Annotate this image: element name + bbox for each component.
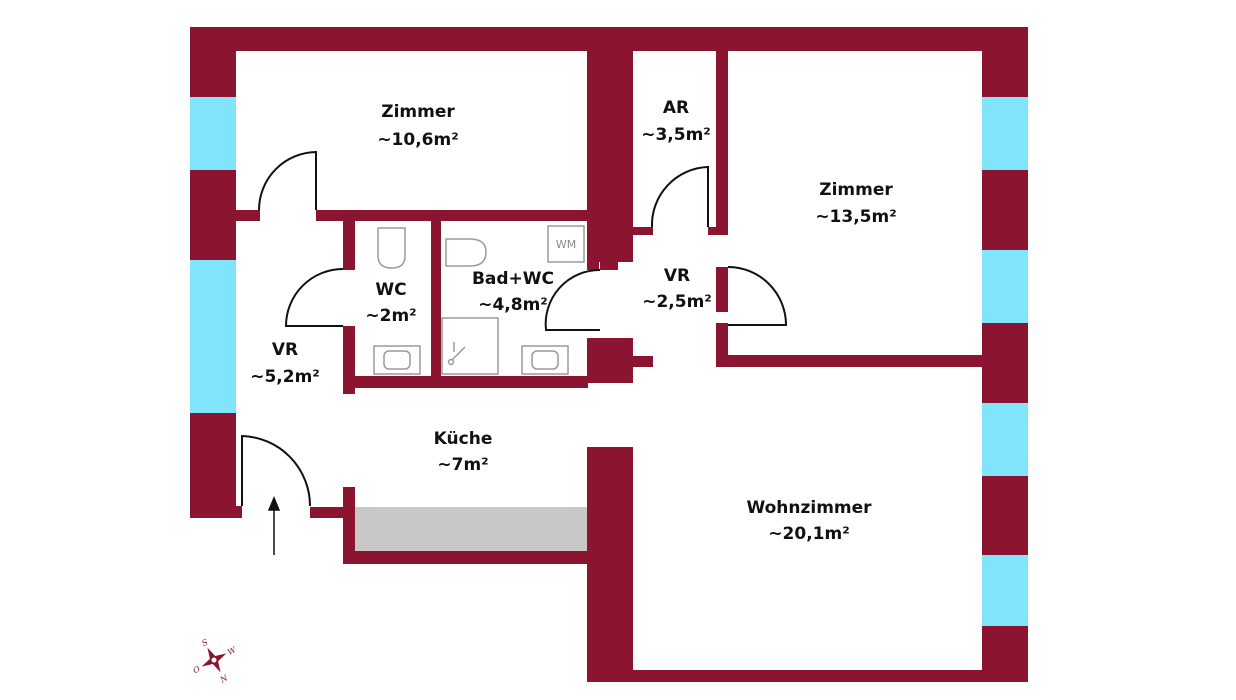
compass-o: O <box>192 664 202 675</box>
window <box>190 97 236 170</box>
wall-segment <box>190 506 242 518</box>
wall-segment <box>587 447 633 682</box>
wall-segment <box>236 210 260 221</box>
room-vr-left-name: VR <box>272 340 298 360</box>
room-bad-wc-name: Bad+WC <box>472 269 554 289</box>
wall-segment <box>633 227 653 235</box>
arrow-up-icon <box>267 496 281 555</box>
room-wc-area: ~2m² <box>365 306 416 326</box>
window <box>982 250 1028 323</box>
washing-machine-icon <box>547 225 585 263</box>
door-swing <box>727 266 788 326</box>
walls <box>190 27 1028 682</box>
room-zimmer-small-area: ~10,6m² <box>377 130 458 150</box>
fixtures <box>373 225 585 375</box>
wall-segment <box>431 221 441 376</box>
room-ar-name: AR <box>663 98 689 118</box>
wall-segment <box>716 27 728 234</box>
wall-segment <box>708 227 728 235</box>
room-vr-center-area: ~2,5m² <box>642 292 712 312</box>
wall-segment <box>716 267 728 312</box>
door-swing <box>544 268 601 331</box>
toilet-icon <box>377 227 406 269</box>
compass-rose-icon: S N O W <box>192 637 239 685</box>
kitchen-counter <box>355 507 587 551</box>
room-zimmer-large-area: ~13,5m² <box>815 207 896 227</box>
room-zimmer-small-name: Zimmer <box>381 102 455 122</box>
wall-segment <box>343 487 355 564</box>
room-kueche-area: ~7m² <box>437 455 488 475</box>
wall-segment <box>633 356 653 367</box>
washing-machine-label: WM <box>556 238 576 251</box>
sink-icon-bath <box>521 345 569 375</box>
room-wohnzimmer-area: ~20,1m² <box>768 524 849 544</box>
wall-segment <box>587 670 1028 682</box>
room-labels: Zimmer ~10,6m² AR ~3,5m² Zimmer ~13,5m² … <box>250 98 896 544</box>
wall-segment <box>587 338 633 383</box>
doors <box>241 150 788 507</box>
room-bad-wc-area: ~4,8m² <box>478 295 548 315</box>
door-swing <box>241 434 311 507</box>
toilet-icon-bath <box>445 238 487 267</box>
room-wc-name: WC <box>375 280 406 300</box>
door-swing <box>258 150 317 211</box>
wall-segment <box>310 507 355 518</box>
room-ar-area: ~3,5m² <box>641 125 711 145</box>
room-vr-center-name: VR <box>664 266 690 286</box>
wall-segment <box>716 355 1028 367</box>
room-kueche-name: Küche <box>434 429 493 449</box>
wall-segment <box>316 210 587 221</box>
wall-segment <box>343 221 355 270</box>
window <box>982 555 1028 626</box>
windows <box>190 97 1028 626</box>
compass-w: W <box>226 645 238 657</box>
window <box>190 260 236 413</box>
room-wohnzimmer-name: Wohnzimmer <box>746 498 872 518</box>
room-vr-left-area: ~5,2m² <box>250 367 320 387</box>
door-swing <box>650 165 709 228</box>
wall-segment <box>343 551 633 564</box>
sink-icon <box>373 345 421 375</box>
window <box>982 97 1028 170</box>
shower-icon <box>441 317 499 375</box>
window <box>982 403 1028 476</box>
wall-segment <box>343 376 588 388</box>
wall-segment <box>600 262 618 270</box>
compass-s: S <box>200 637 210 648</box>
door-swing <box>284 268 344 327</box>
compass-n: N <box>218 673 230 685</box>
room-zimmer-large-name: Zimmer <box>819 180 893 200</box>
wall-segment <box>587 262 599 270</box>
wall-segment <box>587 27 633 262</box>
